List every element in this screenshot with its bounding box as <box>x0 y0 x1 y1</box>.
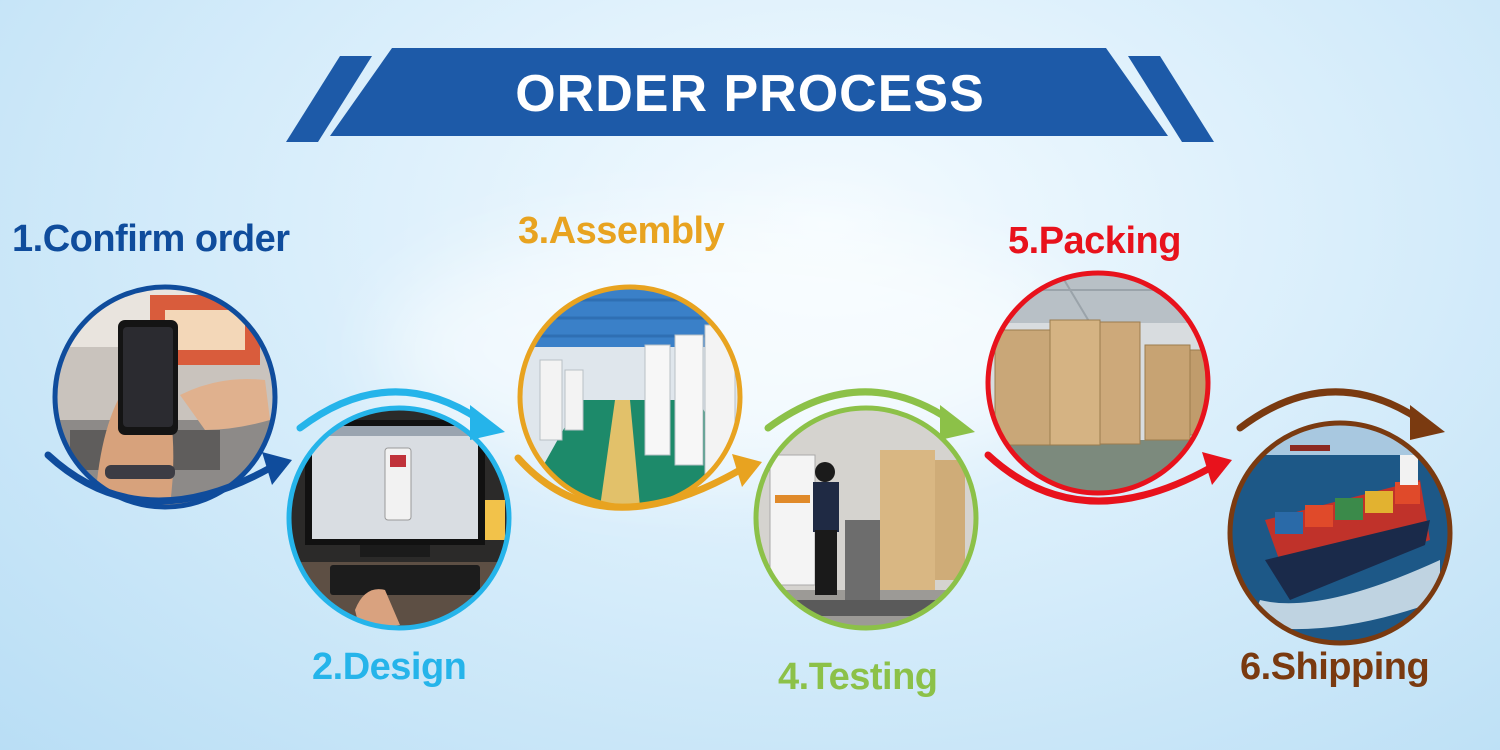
step-6-label: 6.Shipping <box>1240 646 1430 688</box>
step-6-ring <box>1227 420 1453 646</box>
step-4-ring <box>753 405 979 631</box>
arrow-step3-to-step4 <box>514 454 762 511</box>
step-1-label: 1.Confirm order <box>12 218 290 260</box>
banner-body <box>330 48 1168 136</box>
step-3-photo <box>517 284 743 510</box>
page-title: ORDER PROCESS <box>515 65 985 123</box>
step-5-ring <box>985 270 1211 496</box>
arrow-after-step6 <box>1236 388 1445 440</box>
step-4-label: 4.Testing <box>778 656 938 698</box>
step-2-photo <box>286 405 512 631</box>
step-1-photo <box>52 284 278 510</box>
step-4-photo <box>753 405 979 631</box>
step-3-label: 3.Assembly <box>518 210 725 252</box>
arrow-step4-to-step5 <box>764 388 975 440</box>
arrow-step5-to-step6 <box>984 451 1232 505</box>
step-2-label: 2.Design <box>312 646 467 688</box>
title-banner <box>286 48 1214 142</box>
step-5-label: 5.Packing <box>1008 220 1181 262</box>
arrow-step1-to-step2 <box>44 451 292 505</box>
step-5-photo <box>985 270 1211 496</box>
arrow-step2-to-step3 <box>296 388 505 440</box>
step-1-ring <box>52 284 278 510</box>
step-2-ring <box>286 405 512 631</box>
banner-right-stripe <box>1128 56 1214 142</box>
step-6-photo <box>1227 420 1453 646</box>
banner-left-stripe <box>286 56 372 142</box>
